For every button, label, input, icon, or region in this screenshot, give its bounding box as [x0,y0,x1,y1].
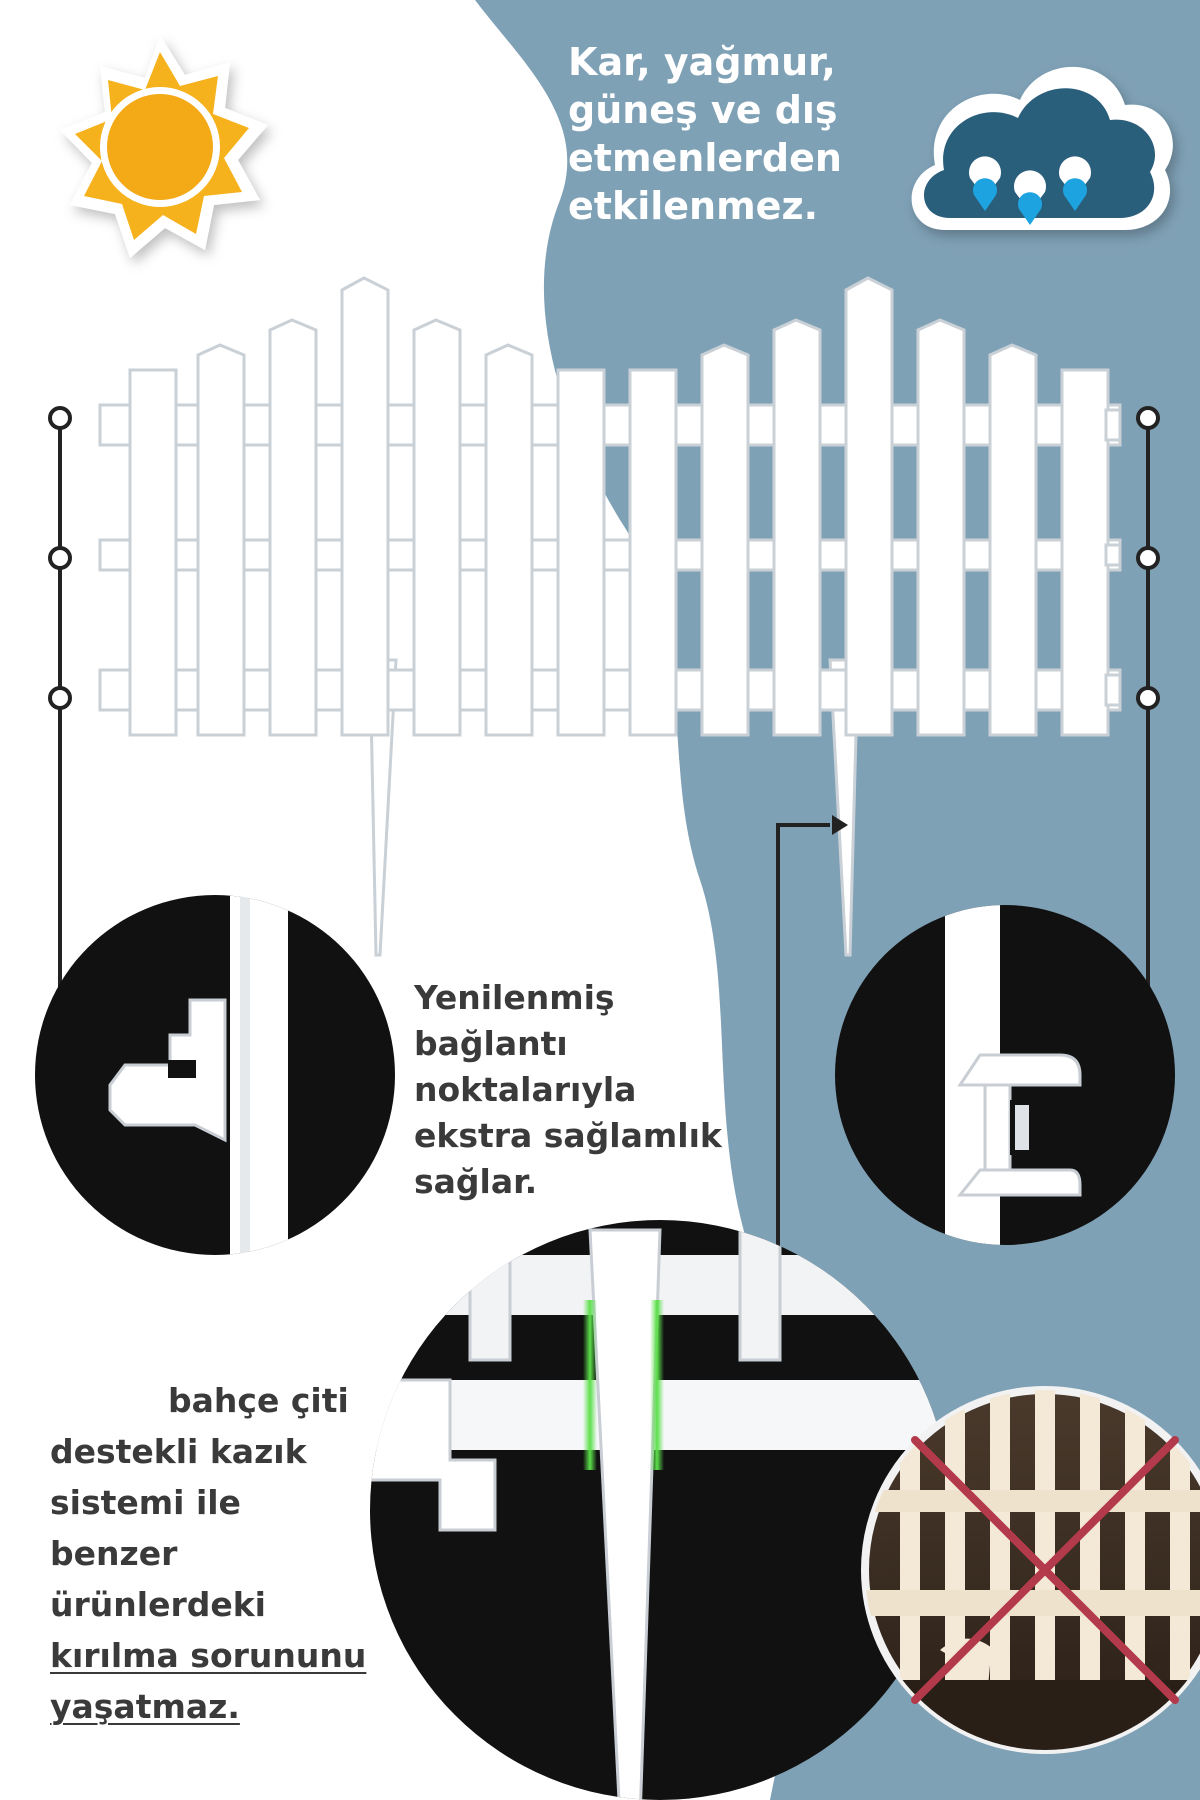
stake-text-line: bahçe çiti [168,1381,349,1420]
connection-text-line: Yenilenmiş [414,978,615,1017]
headline-line: etkilenmez. [568,184,819,228]
height-marker-right [1136,406,1160,1000]
height-marker-left [48,406,72,1000]
connector-detail-right [835,905,1175,1245]
fence-panel [98,276,1122,957]
competitor-broken-fence-photo [861,1386,1200,1754]
connection-text-line: bağlantı [414,1024,568,1063]
stake-system-text: bahçe çiti destekli kazık sistemi ile be… [50,1375,410,1732]
stake-text-line-underlined: yaşatmaz. [50,1687,240,1726]
connector-detail-left [35,895,395,1255]
connection-points-text: Yenilenmiş bağlantı noktalarıyla ekstra … [414,975,774,1205]
weather-resistance-headline: Kar, yağmur, güneş ve dış etmenlerden et… [568,38,928,230]
stake-pointer-arrow [776,815,848,1265]
connection-text-line: sağlar. [414,1162,538,1201]
stake-text-line: ürünlerdeki [50,1585,266,1624]
stake-text-line-underlined: kırılma sorununu [50,1636,367,1675]
headline-line: etmenlerden [568,136,842,180]
stake-text-line: destekli kazık [50,1432,307,1471]
connection-text-line: ekstra sağlamlık [414,1116,722,1155]
stake-text-line: sistemi ile [50,1483,241,1522]
headline-line: Kar, yağmur, [568,40,836,84]
stake-text-line: benzer [50,1534,178,1573]
sun-icon [60,35,268,258]
connection-text-line: noktalarıyla [414,1070,637,1109]
cross-mark-icon [911,1436,1179,1704]
rain-cloud-icon [911,66,1173,230]
headline-line: güneş ve dış [568,88,838,132]
